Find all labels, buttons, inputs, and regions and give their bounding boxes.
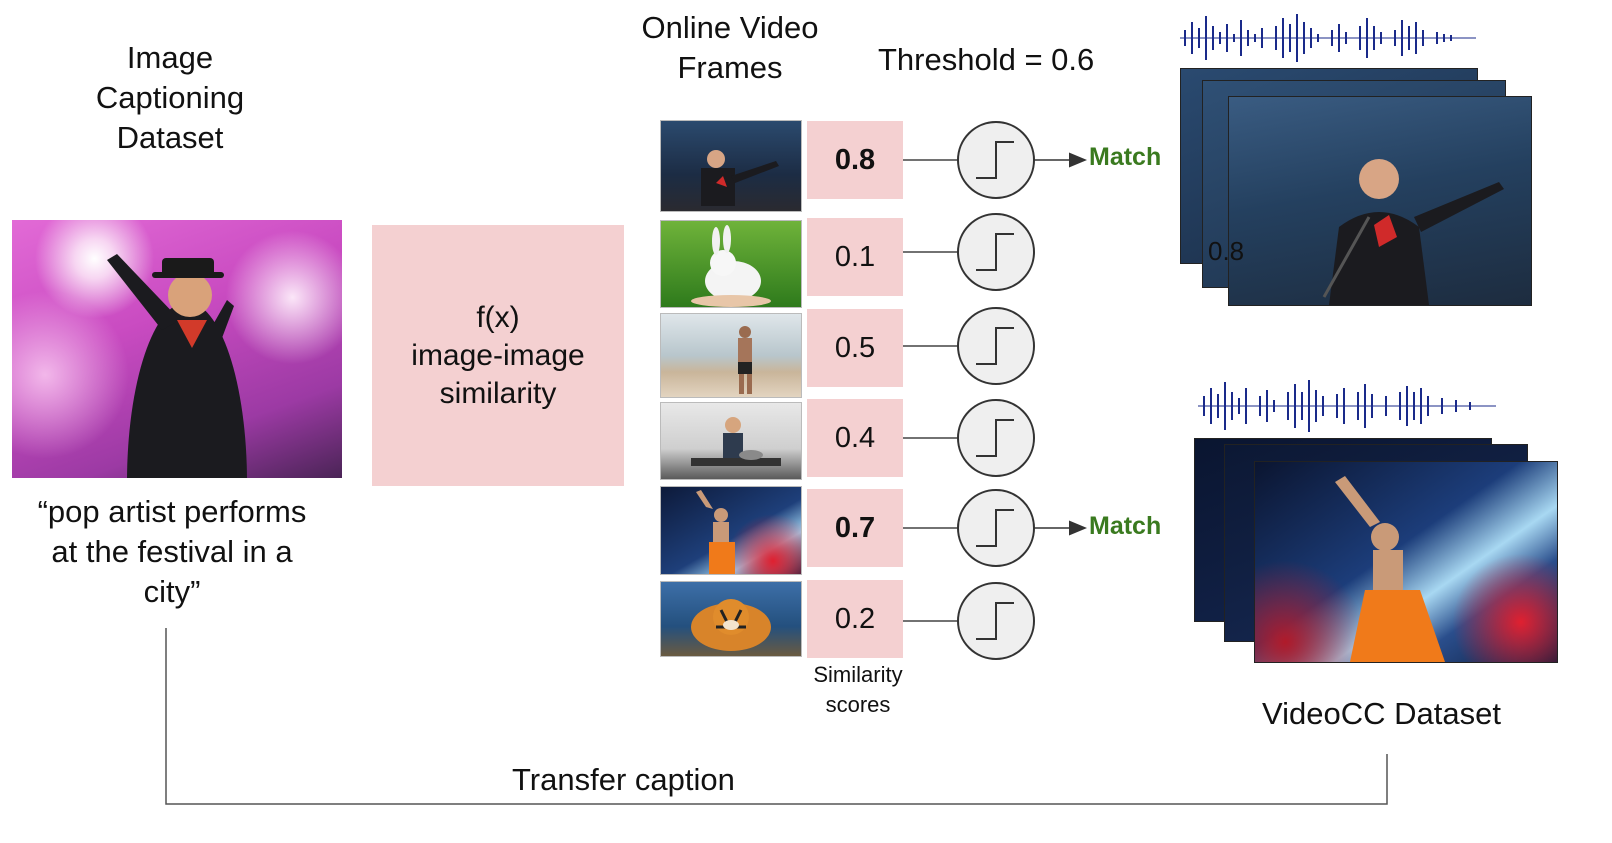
similarity-scores-label: Similarity scores [790,660,926,720]
title-line: Captioning [95,80,245,115]
similarity-score-6: 0.2 [807,580,903,658]
title-line: Image [126,40,214,75]
image-captioning-dataset-title: Image Captioning Dataset [60,38,280,158]
frame-thumb-performer-on-stage [660,120,802,212]
performer-silhouette [1322,159,1504,305]
threshold-step-icon [957,213,1035,291]
videocc-dataset-label: VideoCC Dataset [1262,696,1501,731]
caption-line: at the festival in a [51,534,293,569]
source-concert-image [12,220,342,478]
audio-waveform-icon [1180,14,1476,62]
frame-thumb-white-rabbit [660,220,802,308]
performer-silhouette [107,254,247,478]
performer-silhouette [1335,476,1445,662]
function-label: f(x) image-image similarity [411,299,584,413]
transfer-caption-line [165,628,1388,805]
matched-video-frame-front [1254,461,1558,663]
transfer-caption-label: Transfer caption [512,762,735,797]
score-to-gate-lines [903,159,958,622]
audio-waveform-icon [1198,380,1496,432]
frame-thumb-chef-in-kitchen [660,402,802,480]
threshold-step-icon [957,121,1035,199]
similarity-score-3: 0.5 [807,309,903,387]
threshold-label: Threshold = 0.6 [878,42,1095,77]
label-line: scores [825,692,891,717]
title-line: Online Video [641,10,819,45]
threshold-step-icon [957,307,1035,385]
threshold-step-icon [957,399,1035,477]
matched-video-frame-front [1228,96,1532,306]
function-line: similarity [439,376,557,410]
caption-line: city” [143,574,201,609]
caption-line: “pop artist performs [37,494,307,529]
similarity-score-2: 0.1 [807,218,903,296]
frame-thumb-tiger [660,581,802,657]
title-line: Dataset [116,120,224,155]
threshold-step-icon [957,489,1035,567]
source-caption: “pop artist performs at the festival in … [12,492,332,612]
title-line: Frames [677,50,783,85]
similarity-function-box: f(x) image-image similarity [372,225,624,486]
function-line: image-image [411,338,585,372]
similarity-score-5: 0.7 [807,489,903,567]
overlay-score: 0.8 [1208,236,1245,266]
similarity-score-1: 0.8 [807,121,903,199]
match-label-2: Match [1089,512,1162,540]
threshold-step-icon [957,582,1035,660]
similarity-score-4: 0.4 [807,399,903,477]
online-video-frames-title: Online Video Frames [620,8,840,88]
function-line: f(x) [476,300,520,334]
frame-thumb-performer-red-lights [660,486,802,575]
frame-thumb-man-on-beach [660,313,802,398]
match-label-1: Match [1089,143,1162,171]
label-line: Similarity [813,662,903,687]
